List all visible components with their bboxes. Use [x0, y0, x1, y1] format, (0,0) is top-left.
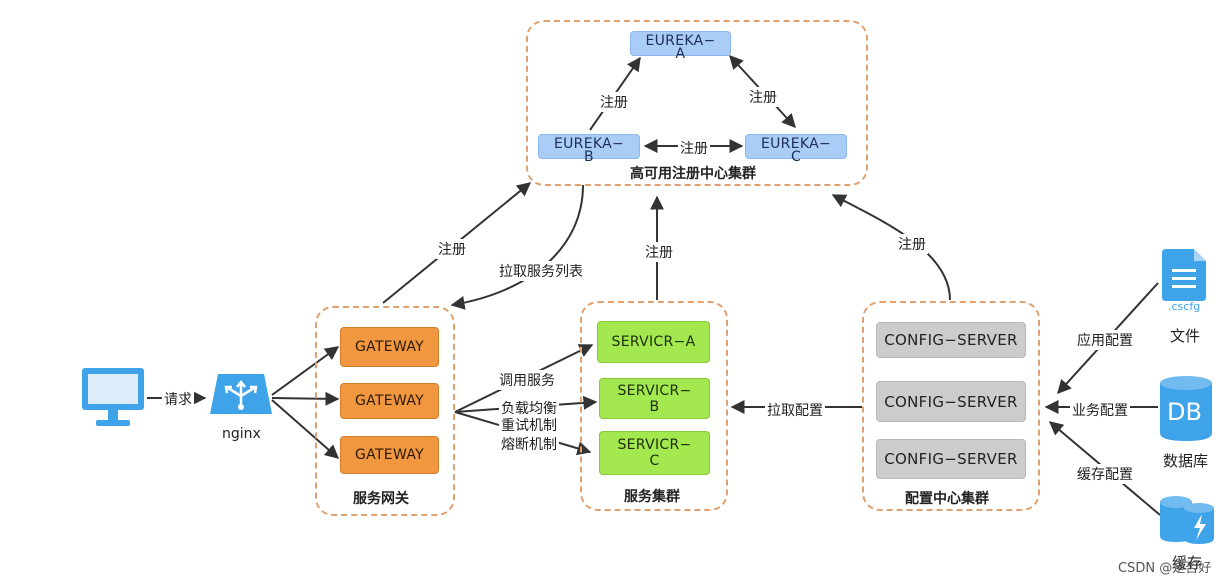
edge-label-retry: 重试机制	[499, 415, 559, 435]
edge-label-call-service: 调用服务	[497, 370, 557, 390]
database-icon	[1160, 376, 1212, 441]
database-label: 数据库	[1163, 452, 1209, 470]
gateway-cluster-title: 服务网关	[353, 491, 409, 507]
edge-label-biz-config: 业务配置	[1070, 400, 1130, 420]
gateway-cluster	[315, 306, 455, 516]
file-icon	[1162, 249, 1206, 301]
edge-label-register-a-c: 注册	[747, 87, 779, 107]
edge-label-pull-config: 拉取配置	[765, 400, 825, 420]
edge-label-load-balance: 负载均衡	[499, 398, 559, 418]
registry-cluster-title: 高可用注册中心集群	[630, 166, 756, 182]
edge-label-register-b-a: 注册	[598, 92, 630, 112]
watermark: CSDN @是否好	[1118, 561, 1212, 576]
service-node-b: SERVICR− B	[599, 378, 710, 419]
edge-pull-service-list	[450, 184, 584, 310]
cache-label: 缓存	[1172, 554, 1203, 572]
service-node-c: SERVICR− C	[599, 431, 710, 475]
service-cluster	[580, 301, 728, 511]
edge-label-circuit-break: 熔断机制	[499, 434, 559, 454]
config-server-node-2: CONFIG−SERVER	[876, 381, 1026, 422]
edge-config-register	[831, 194, 951, 301]
edge-label-pull-service-list: 拉取服务列表	[497, 261, 585, 281]
eureka-a-node: EUREKA− A	[630, 31, 731, 61]
monitor-icon	[82, 368, 144, 426]
eureka-b-node: EUREKA− B	[538, 134, 640, 164]
config-cluster-title: 配置中心集群	[905, 491, 989, 507]
service-node-a: SERVICR−A	[597, 321, 710, 363]
edge-nginx-gw1	[271, 346, 340, 396]
registry-cluster	[526, 20, 868, 186]
cache-icon	[1160, 496, 1214, 544]
file-extension-label: .cscfg	[1168, 300, 1201, 313]
edge-label-service-register: 注册	[643, 242, 675, 262]
nginx-label: nginx	[222, 426, 261, 442]
edge-label-config-register: 注册	[896, 234, 928, 254]
gateway-node-3: GATEWAY	[340, 436, 439, 474]
edge-nginx-gw3	[271, 399, 340, 459]
gateway-node-2: GATEWAY	[340, 383, 439, 419]
config-server-node-3: CONFIG−SERVER	[876, 439, 1026, 479]
gateway-node-1: GATEWAY	[340, 327, 439, 367]
file-label: 文件	[1170, 327, 1201, 345]
edge-label-cache-config: 缓存配置	[1075, 464, 1135, 484]
database-icon-text: DB	[1167, 398, 1202, 426]
service-cluster-title: 服务集群	[624, 489, 680, 505]
config-server-node-1: CONFIG−SERVER	[876, 322, 1026, 358]
edge-label-app-config: 应用配置	[1075, 330, 1135, 350]
edge-label-register-b-c: 注册	[678, 138, 710, 158]
config-cluster	[862, 301, 1040, 511]
eureka-c-node: EUREKA− C	[745, 134, 847, 164]
nginx-load-balancer-icon	[210, 374, 272, 414]
request-label: 请求	[162, 389, 194, 409]
edge-label-gateway-register: 注册	[436, 239, 468, 259]
edge-nginx-gw2	[271, 391, 340, 406]
